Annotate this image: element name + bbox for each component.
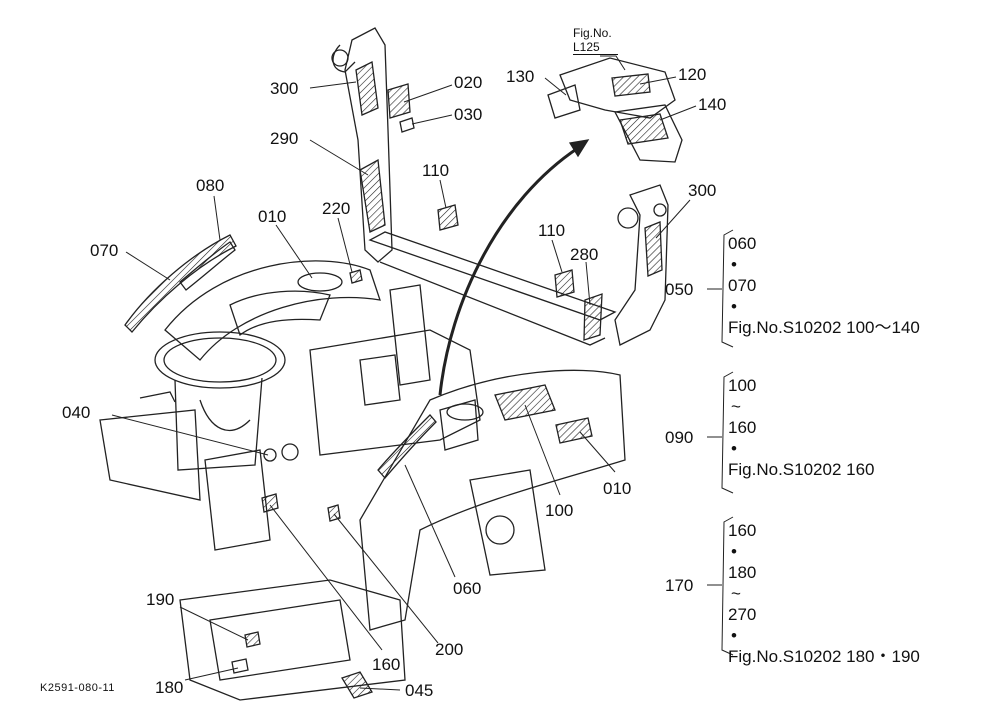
callout-100: 100 bbox=[545, 501, 574, 520]
callout-180: 180 bbox=[155, 678, 184, 697]
decal-010-left bbox=[297, 272, 343, 292]
group-050-line: 070 bbox=[728, 276, 757, 295]
figure-reference: Fig.No. L125 bbox=[573, 26, 618, 55]
floor-step bbox=[179, 579, 406, 701]
callout-120: 120 bbox=[678, 65, 707, 84]
decal-190 bbox=[244, 631, 261, 648]
group-050-lines: 060 • 070 • Fig.No.S10202 100～140 bbox=[728, 233, 920, 338]
callout-020: 020 bbox=[454, 73, 483, 92]
group-170-line: Fig.No.S10202 180・190 bbox=[728, 647, 920, 666]
decal-180 bbox=[231, 658, 249, 674]
callout-200: 200 bbox=[435, 640, 464, 659]
callout-130: 130 bbox=[506, 67, 535, 86]
group-050-separator: • bbox=[731, 255, 737, 274]
figure-ref-label: Fig.No. bbox=[573, 26, 612, 40]
decal-110-left bbox=[437, 204, 459, 231]
callout-060: 060 bbox=[453, 579, 482, 598]
decal-100 bbox=[494, 384, 556, 421]
decal-020 bbox=[387, 83, 411, 119]
decal-045 bbox=[341, 671, 373, 699]
group-050-separator: • bbox=[731, 297, 737, 316]
callout-010-right: 010 bbox=[603, 479, 632, 498]
group-050-line: Fig.No.S10202 100～140 bbox=[728, 318, 920, 337]
decal-080 bbox=[179, 241, 236, 291]
callout-160: 160 bbox=[372, 655, 401, 674]
callout-280: 280 bbox=[570, 245, 599, 264]
group-170-line: 270 bbox=[728, 605, 757, 624]
group-170-lines: 160 • 180 ~ 270 • Fig.No.S10202 180・190 bbox=[728, 520, 920, 667]
group-050-label: 050 bbox=[665, 280, 694, 299]
group-090-line: 160 bbox=[728, 418, 757, 437]
decal-010-right bbox=[555, 417, 593, 444]
callout-110-left: 110 bbox=[422, 161, 450, 180]
canopy-assembly bbox=[547, 57, 683, 163]
group-090-label: 090 bbox=[665, 428, 694, 447]
decal-160 bbox=[261, 493, 279, 513]
group-170-separator: • bbox=[731, 542, 737, 561]
rops-crossbar bbox=[368, 231, 617, 346]
group-170-line: 160 bbox=[728, 521, 757, 540]
decal-060 bbox=[377, 414, 437, 479]
callout-040: 040 bbox=[62, 403, 91, 422]
decal-220 bbox=[349, 269, 363, 284]
callout-300-right: 300 bbox=[688, 181, 717, 200]
group-170-separator: ~ bbox=[731, 584, 741, 603]
callout-220: 220 bbox=[322, 199, 351, 218]
reference-arrow bbox=[438, 146, 579, 396]
group-090-separator: • bbox=[731, 439, 737, 458]
group-090-line: 100 bbox=[728, 376, 757, 395]
callout-045: 045 bbox=[405, 681, 434, 700]
callout-010-left: 010 bbox=[258, 207, 287, 226]
rops-left-post bbox=[331, 27, 393, 263]
rops-right-post bbox=[583, 184, 669, 346]
part-040 bbox=[263, 448, 277, 462]
pedal-bracket bbox=[99, 409, 201, 501]
group-090-line: Fig.No.S10202 160 bbox=[728, 460, 875, 479]
group-170-line: 180 bbox=[728, 563, 757, 582]
callout-290: 290 bbox=[270, 129, 299, 148]
callout-140: 140 bbox=[698, 95, 727, 114]
fender-left bbox=[164, 260, 381, 361]
callout-110-right: 110 bbox=[538, 221, 566, 240]
callout-070: 070 bbox=[90, 241, 119, 260]
center-frame bbox=[309, 329, 481, 456]
group-170-label: 170 bbox=[665, 576, 694, 595]
group-brackets bbox=[707, 229, 734, 656]
fender-right bbox=[359, 369, 626, 631]
group-090-separator: ~ bbox=[731, 397, 741, 416]
leader-lines bbox=[111, 55, 697, 691]
decal-110-right bbox=[554, 269, 575, 298]
bolt-030 bbox=[399, 117, 415, 133]
drawing-code: K2591-080-11 bbox=[40, 682, 115, 694]
steering-wheel bbox=[154, 331, 286, 471]
callout-300: 300 bbox=[270, 79, 299, 98]
group-090-lines: 100 ~ 160 • Fig.No.S10202 160 bbox=[728, 375, 875, 480]
callout-030: 030 bbox=[454, 105, 483, 124]
group-050-line: 060 bbox=[728, 234, 757, 253]
callout-190: 190 bbox=[146, 590, 175, 609]
figure-ref-id: L125 bbox=[573, 40, 618, 55]
group-170-separator: • bbox=[731, 626, 737, 645]
callout-080: 080 bbox=[196, 176, 225, 195]
